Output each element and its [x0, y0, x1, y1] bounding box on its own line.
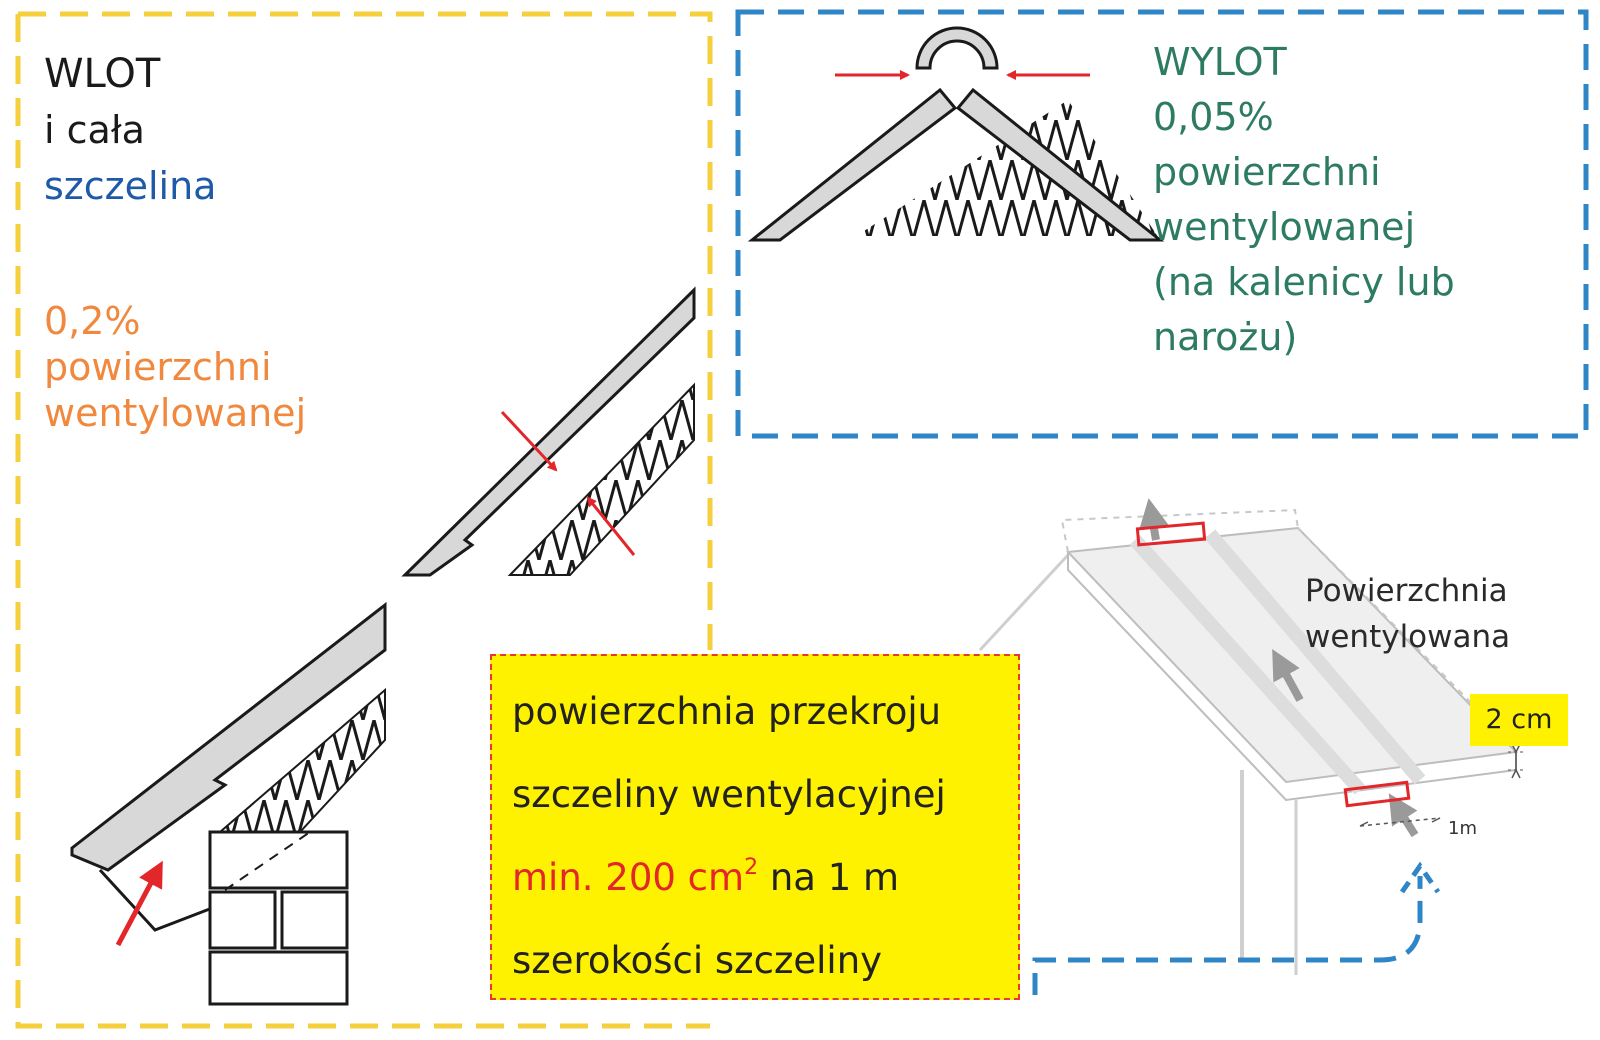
inlet-gap-label: szczelina: [44, 164, 217, 208]
outlet-line2: powierzchni: [1153, 150, 1381, 194]
eave-upper-section: [401, 286, 696, 577]
outlet-percent: 0,05%: [1153, 95, 1274, 139]
inlet-air-arrow: [115, 860, 163, 947]
surface-line1: Powierzchnia: [1305, 573, 1508, 609]
outlet-title: WYLOT: [1153, 40, 1287, 84]
note-line3: min. 200 cm2 na 1 m: [512, 836, 1018, 919]
note-line1: powierzchnia przekroju: [512, 690, 942, 733]
outlet-frame: [735, 9, 1589, 439]
gap-arrow-top: [500, 410, 558, 472]
outlet-line4: (na kalenicy lub: [1153, 260, 1455, 304]
flow-arrow-mid: [1272, 648, 1304, 702]
note-min-value: min. 200 cm2: [512, 856, 758, 899]
note-superscript: 2: [744, 855, 759, 880]
brick-wall: [208, 830, 349, 1006]
flow-arrow-top: [1139, 498, 1169, 541]
inlet-percent: 0,2%: [44, 299, 141, 343]
width-label: 1m: [1448, 818, 1477, 839]
outlet-slot-marker: [1135, 521, 1207, 547]
eave-lower-section: [70, 601, 387, 1006]
inlet-subtitle: i cała: [44, 108, 145, 152]
inlet-line2: powierzchni: [44, 345, 272, 389]
inlet-slot-marker: [1343, 780, 1411, 808]
note-line2: szczeliny wentylacyjnej: [512, 773, 946, 816]
inlet-percentage-block: 0,2% powierzchni wentylowanej: [44, 298, 306, 436]
requirement-note: powierzchnia przekroju szczeliny wentyla…: [490, 654, 1020, 1000]
airflow-path-arrow: [1032, 876, 1420, 995]
note-min-text: min. 200 cm: [512, 856, 745, 899]
flow-arrow-bottom: [1388, 793, 1419, 838]
inlet-title: WLOT: [44, 51, 161, 97]
ventilated-surface-label: Powierzchnia wentylowana: [1305, 568, 1510, 660]
outlet-line5: narożu): [1153, 315, 1298, 359]
gap-arrow-bottom: [586, 496, 636, 556]
ridge-section: [747, 26, 1170, 242]
inlet-line3: wentylowanej: [44, 391, 307, 435]
note-per-meter: na 1 m: [758, 856, 900, 899]
outlet-text-block: WYLOT 0,05% powierzchni wentylowanej (na…: [1153, 35, 1455, 365]
thickness-tag: 2 cm: [1470, 694, 1568, 746]
house-3d: [978, 498, 1524, 975]
inlet-frame: [15, 11, 713, 1029]
outlet-line3: wentylowanej: [1153, 205, 1416, 249]
note-line4: szerokości szczeliny: [512, 939, 883, 982]
surface-line2: wentylowana: [1305, 619, 1511, 655]
